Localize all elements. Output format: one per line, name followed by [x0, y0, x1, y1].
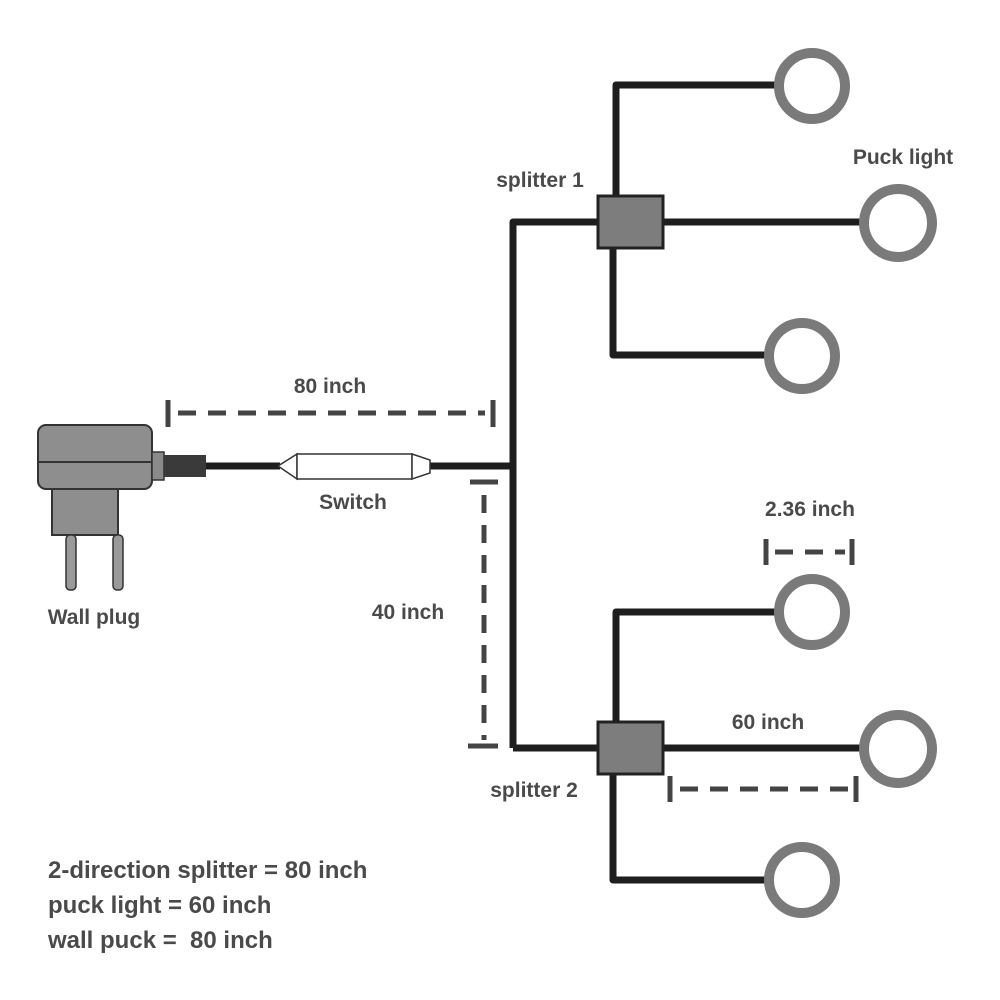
splitter-2-label: splitter 2: [490, 779, 578, 802]
switch-label: Switch: [319, 491, 387, 514]
dimension-label-80-inch: 80 inch: [294, 375, 366, 398]
dimension-label-40-inch: 40 inch: [372, 601, 444, 624]
branch-2-bottom: [609, 772, 767, 884]
branch-1-bottom: [609, 245, 767, 359]
puck-light-icon: [774, 48, 850, 124]
puck-light-icon: [764, 318, 840, 394]
wires: [205, 81, 860, 884]
wall-plug-label: Wall plug: [48, 606, 141, 629]
dimension-2-36-inch: [763, 539, 855, 565]
splitter-2-box: [596, 720, 665, 776]
trunk-cable: [509, 218, 600, 748]
puck-light-icon: [764, 842, 840, 918]
dimension-label-60-inch: 60 inch: [732, 711, 804, 734]
dimension-80-inch: [165, 400, 496, 427]
branch-2-top: [612, 608, 778, 725]
dimension-label-2-36-inch: 2.36 inch: [765, 498, 855, 521]
puck-light-label: Puck light: [853, 146, 953, 169]
switch-icon: [276, 452, 431, 481]
splitter-1-label: splitter 1: [496, 169, 584, 192]
puck-lights: [764, 48, 937, 918]
note-wall-puck-length: wall puck = 80 inch: [47, 927, 273, 954]
note-splitter-length: 2-direction splitter = 80 inch: [48, 857, 367, 884]
wall-plug-icon: [37, 424, 206, 591]
puck-light-icon: [859, 710, 937, 788]
branch-1-top: [612, 81, 778, 200]
puck-light-icon: [774, 574, 850, 650]
splitter-1-box: [596, 194, 665, 250]
dimension-40-inch: [468, 479, 498, 749]
puck-light-icon: [859, 184, 937, 262]
note-puck-length: puck light = 60 inch: [48, 892, 271, 919]
dimension-60-inch: [667, 776, 859, 802]
